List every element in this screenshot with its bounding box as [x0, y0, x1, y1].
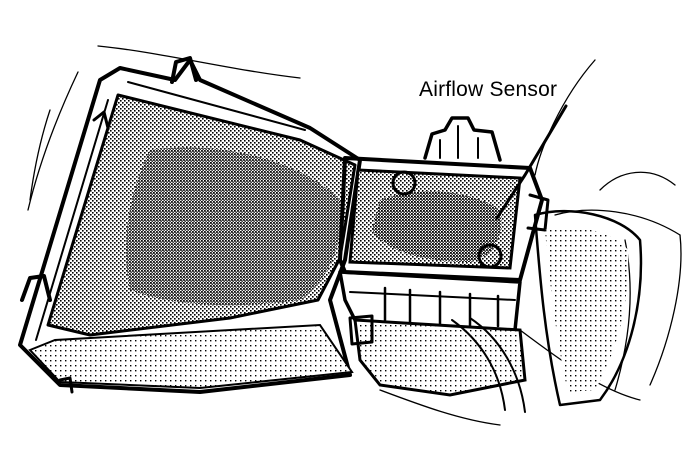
air-cleaner-housing	[18, 56, 362, 394]
airflow-sensor-label: Airflow Sensor	[419, 78, 558, 101]
callout-leader-line	[495, 104, 568, 220]
adjacent-component	[451, 209, 643, 413]
airflow-sensor	[338, 116, 550, 397]
